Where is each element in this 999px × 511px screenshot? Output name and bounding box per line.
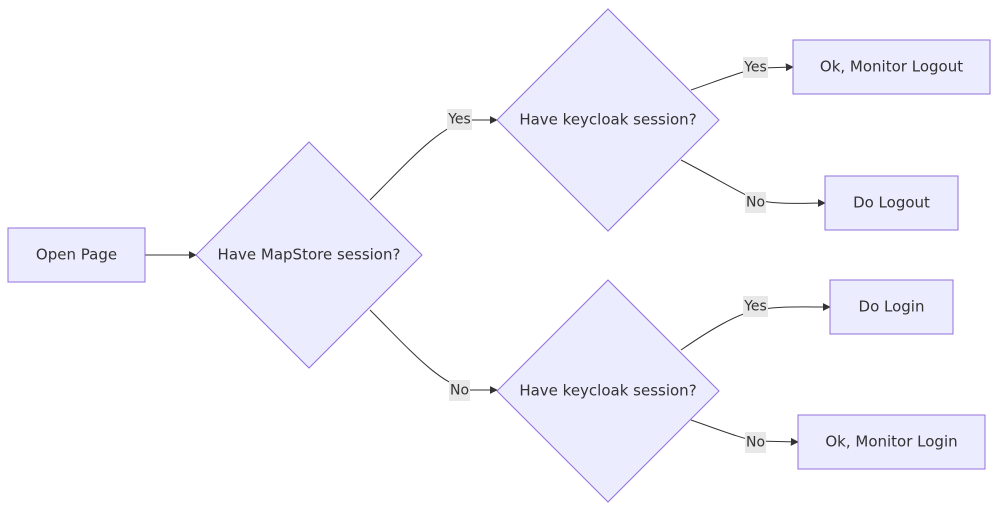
edge-label-top-yes-text: Yes: [743, 60, 767, 76]
edge-label-top-no: No: [745, 192, 766, 213]
node-do-logout: Do Logout: [824, 175, 959, 231]
node-ok-monitor-login: Ok, Monitor Login: [797, 414, 986, 470]
edge-label-mapstore-no-text: No: [450, 383, 469, 399]
node-do-logout-label: Do Logout: [853, 194, 930, 212]
node-do-login: Do Login: [829, 279, 954, 335]
edge-label-mapstore-no: No: [449, 380, 470, 401]
node-keycloak-session-top-label: Have keycloak session?: [519, 111, 696, 129]
node-open-page: Open Page: [7, 227, 146, 283]
edge-top-yes: [690, 63, 794, 91]
edge-label-bottom-yes-text: Yes: [743, 299, 767, 315]
node-open-page-label: Open Page: [36, 246, 117, 264]
edge-label-bottom-no-text: No: [746, 435, 765, 451]
node-mapstore-session-label: Have MapStore session?: [218, 246, 401, 264]
edge-mapstore-yes: [369, 116, 498, 201]
node-keycloak-session-bottom: Have keycloak session?: [496, 279, 720, 503]
node-ok-monitor-login-label: Ok, Monitor Login: [825, 433, 957, 451]
edge-label-top-no-text: No: [746, 195, 765, 211]
edge-mapstore-no: [369, 309, 498, 394]
edge-label-mapstore-yes-text: Yes: [447, 112, 471, 128]
node-ok-monitor-logout: Ok, Monitor Logout: [792, 39, 991, 95]
edge-label-top-yes: Yes: [743, 57, 768, 78]
node-keycloak-session-bottom-label: Have keycloak session?: [519, 382, 696, 400]
node-mapstore-session: Have MapStore session?: [195, 141, 423, 369]
node-ok-monitor-logout-label: Ok, Monitor Logout: [820, 58, 963, 76]
edge-bottom-no: [690, 419, 799, 446]
node-keycloak-session-top: Have keycloak session?: [496, 8, 720, 232]
edge-label-mapstore-yes: Yes: [447, 109, 472, 130]
edge-label-bottom-yes: Yes: [743, 296, 768, 317]
node-do-login-label: Do Login: [859, 298, 925, 316]
edge-label-bottom-no: No: [745, 432, 766, 453]
